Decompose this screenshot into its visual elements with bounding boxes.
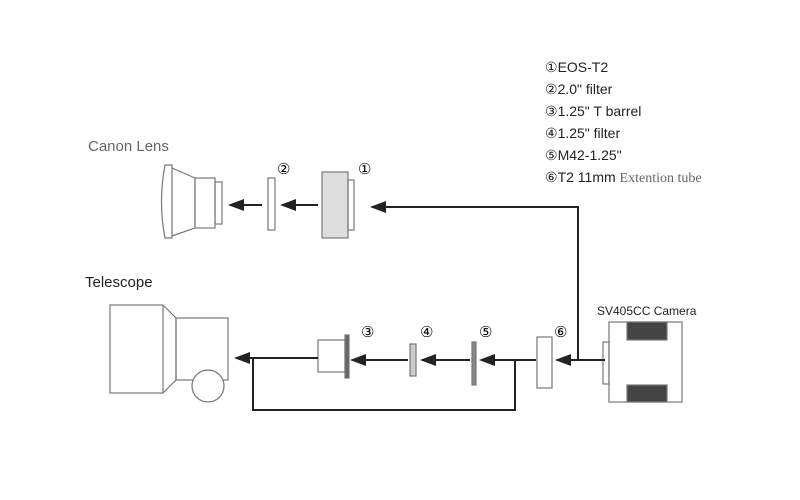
legend-item: ⑥T2 11mm Extention tube — [545, 169, 702, 186]
camera-label: SV405CC Camera — [597, 304, 697, 318]
telescope-label: Telescope — [85, 274, 153, 291]
marker-1: ① — [358, 161, 372, 178]
marker-2: ② — [277, 161, 291, 178]
camera-body — [602, 321, 683, 403]
t-barrel-3 — [317, 334, 350, 379]
canon-lens — [160, 164, 223, 239]
filter-4 — [409, 343, 417, 377]
filter-2 — [267, 177, 276, 231]
marker-4: ④ — [420, 324, 434, 341]
m42-adapter-5 — [471, 341, 477, 386]
legend-item: ④1.25" filter — [545, 125, 621, 141]
legend-item: ①EOS-T2 — [545, 59, 609, 75]
marker-6: ⑥ — [554, 324, 568, 341]
marker-3: ③ — [361, 324, 375, 341]
eos-t2-adapter — [321, 171, 355, 239]
legend-item: ③1.25" T barrel — [545, 103, 642, 119]
extension-tube-6 — [536, 336, 553, 389]
legend-item: ②2.0" filter — [545, 81, 613, 97]
canon-lens-label: Canon Lens — [88, 138, 169, 155]
telescope — [109, 304, 229, 403]
legend-item: ⑤M42-1.25" — [545, 147, 622, 163]
marker-5: ⑤ — [479, 324, 493, 341]
